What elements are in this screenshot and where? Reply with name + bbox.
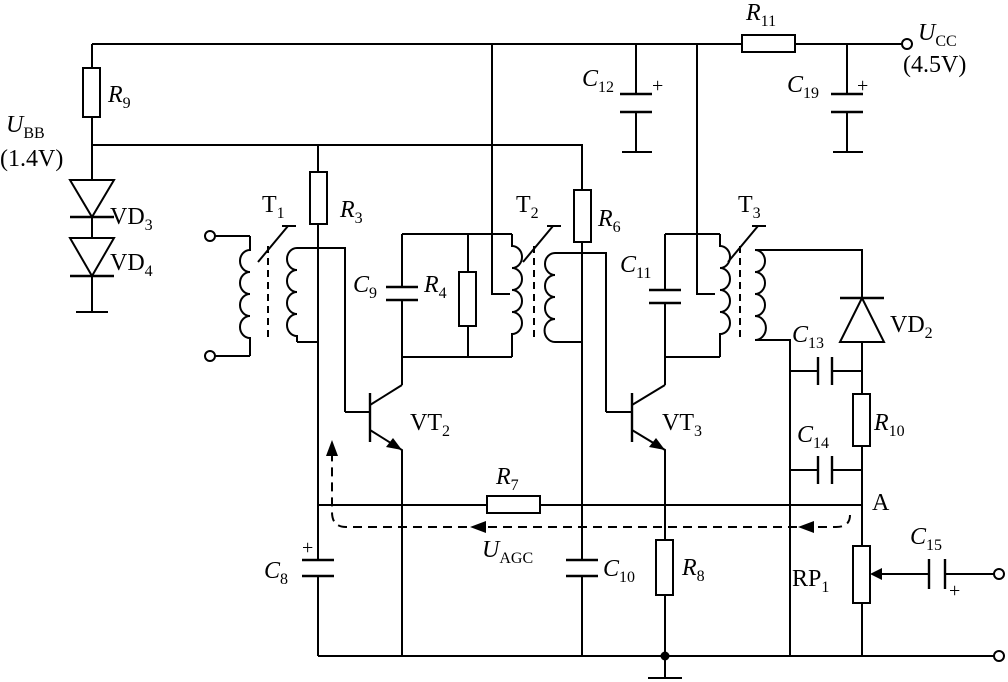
ucc-terminal <box>901 38 913 50</box>
resistor-r8 <box>655 539 674 596</box>
label-r7: R7 <box>495 464 519 494</box>
label-r4: R4 <box>423 272 447 302</box>
input-terminal-bottom <box>204 350 216 362</box>
label-c8: C8 <box>264 558 288 588</box>
label-vd2: VD2 <box>890 312 933 342</box>
label-r11: R11 <box>745 0 776 30</box>
transistor-vt3 <box>630 393 665 450</box>
ucc-value: (4.5V) <box>903 52 966 78</box>
resistor-r3 <box>309 171 328 225</box>
diode-vd4 <box>68 217 116 278</box>
c19-plus-mark: + <box>857 75 868 97</box>
resistors <box>82 34 871 604</box>
resistor-r11 <box>741 34 796 53</box>
resistor-r10 <box>852 393 871 447</box>
label-c13: C13 <box>792 322 824 352</box>
diode-vd2 <box>838 295 886 343</box>
ucc-label: UCC <box>918 20 957 50</box>
resistor-r4 <box>458 271 477 327</box>
capacitor-c13-plates <box>816 357 834 385</box>
label-rp1: RP1 <box>792 566 829 596</box>
wires <box>76 43 994 679</box>
ubb-value: (1.4V) <box>0 146 63 172</box>
label-r3: R3 <box>339 197 363 227</box>
capacitor-c10-plates <box>566 558 598 578</box>
terminals <box>204 38 1005 662</box>
ground-junction-dot <box>660 651 670 661</box>
potentiometer-rp1 <box>852 545 871 604</box>
capacitor-c12-plates <box>620 92 652 114</box>
transformer-t3 <box>719 225 767 357</box>
label-c10: C10 <box>603 556 635 586</box>
capacitor-c9-plates <box>386 285 418 302</box>
ubb-label: UBB <box>6 112 45 142</box>
labels: UCC (4.5V) UBB (1.4V) UAGC A R11 R9 R3 R… <box>0 0 966 596</box>
label-c12: C12 <box>582 66 614 96</box>
label-c11: C11 <box>620 252 651 282</box>
ground-terminal <box>993 650 1005 662</box>
label-vd3: VD3 <box>110 204 153 234</box>
capacitor-c15-plates <box>927 559 947 589</box>
agc-feedback-path <box>326 440 851 533</box>
label-vt2: VT2 <box>410 410 450 440</box>
label-c9: C9 <box>353 272 377 302</box>
c8-plus-mark: + <box>302 537 313 559</box>
label-t3: T3 <box>738 192 761 222</box>
capacitor-c14-plates <box>816 456 834 484</box>
label-c14: C14 <box>797 422 829 452</box>
label-c15: C15 <box>910 524 942 554</box>
uagc-label: UAGC <box>482 537 533 567</box>
label-vt3: VT3 <box>662 410 702 440</box>
transformer-t2 <box>511 225 561 357</box>
agc-input-terminal <box>993 568 1005 580</box>
diodes <box>68 179 886 343</box>
node-a-label: A <box>872 490 890 516</box>
label-vd4: VD4 <box>110 250 153 280</box>
capacitor-c11-plates <box>649 288 681 305</box>
rp1-wiper-arrow <box>870 568 900 580</box>
label-r9: R9 <box>107 82 131 112</box>
c12-plus-mark: + <box>652 75 663 97</box>
label-r10: R10 <box>873 410 905 440</box>
label-c19: C19 <box>787 72 819 102</box>
resistor-r7 <box>486 495 541 514</box>
label-t2: T2 <box>516 192 539 222</box>
c15-plus-mark: + <box>949 580 960 602</box>
label-t1: T1 <box>262 192 285 222</box>
polarity-marks: + + + + <box>302 75 960 602</box>
resistor-r9 <box>82 67 101 118</box>
label-r6: R6 <box>597 206 621 236</box>
capacitor-c8-plates <box>302 558 334 578</box>
capacitor-c19-plates <box>831 92 863 114</box>
transistor-vt2 <box>368 393 402 450</box>
input-terminal-top <box>204 230 216 242</box>
label-r8: R8 <box>681 555 705 585</box>
transformer-t1 <box>239 225 298 356</box>
diode-vd3 <box>68 179 116 219</box>
capacitors <box>302 92 947 589</box>
resistor-r6 <box>573 189 592 243</box>
